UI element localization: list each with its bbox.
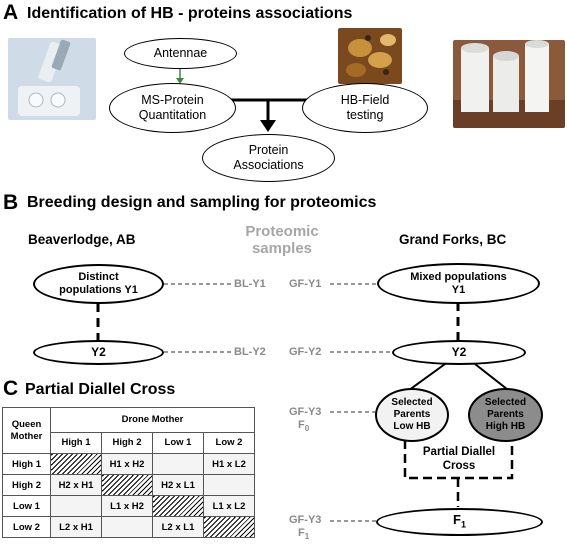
protein-associations-node: Protein Associations xyxy=(202,134,335,182)
gf-y1-label: GF-Y1 xyxy=(289,278,322,290)
gf-y3-f1-label: GF-Y3 xyxy=(289,514,322,526)
col-header-low-1: Low 1 xyxy=(152,431,204,455)
f1-node: F1 xyxy=(376,508,543,536)
antennae-arrowhead xyxy=(176,78,184,84)
table-cell: L1 x L2 xyxy=(203,495,255,517)
bees-photo xyxy=(338,28,402,84)
table-cell-hatched xyxy=(203,516,255,538)
gf-y2-label: GF-Y2 xyxy=(289,346,322,358)
diallel-table: Queen Mother Drone Mother High 1 High 2 … xyxy=(2,407,255,538)
table-cell-hatched xyxy=(101,474,153,496)
merge-arrowhead xyxy=(260,120,276,132)
bl-y2-label: BL-Y2 xyxy=(234,346,266,358)
mixed-populations-node: Mixed populations Y1 xyxy=(377,263,540,304)
table-cell xyxy=(101,516,153,538)
gf-y3-f0-label: GF-Y3 xyxy=(289,406,322,418)
row-header-low-2: Low 2 xyxy=(2,516,51,538)
selected-high-hb-node: Selected Parents High HB xyxy=(468,388,543,442)
distinct-populations-node: Distinct populations Y1 xyxy=(33,264,164,304)
col-header-high-1: High 1 xyxy=(50,431,102,455)
partial-diallel-label: Partial Diallel Cross xyxy=(422,446,496,472)
panel-b-letter: B xyxy=(3,191,19,214)
antennae-node: Antennae xyxy=(124,38,237,69)
col-header-high-2: High 2 xyxy=(101,431,153,455)
f0-label: F0 xyxy=(298,419,310,434)
right-site-label: Grand Forks, BC xyxy=(399,232,507,247)
table-cell: H1 x L2 xyxy=(203,453,255,475)
panel-a-letter: A xyxy=(3,1,19,24)
row-header-low-1: Low 1 xyxy=(2,495,51,517)
row-header-high-1: High 1 xyxy=(2,453,51,475)
table-cell-hatched xyxy=(50,453,102,475)
hb-field-node: HB-Field testing xyxy=(302,83,428,133)
table-cell-hatched xyxy=(152,495,204,517)
queen-mother-header: Queen Mother xyxy=(2,407,51,454)
table-row: High 2 H2 x H1 H2 x L1 xyxy=(2,474,255,496)
table-cell: H2 x H1 xyxy=(50,474,102,496)
table-cell: L2 x L1 xyxy=(152,516,204,538)
selected-low-hb-node: Selected Parents Low HB xyxy=(375,388,449,442)
table-row: Low 1 L1 x H2 L1 x L2 xyxy=(2,495,255,517)
panel-a-title: Identification of HB - proteins associat… xyxy=(27,5,353,22)
left-y2-node: Y2 xyxy=(33,340,164,365)
table-row: Low 2 L2 x H1 L2 x L1 xyxy=(2,516,255,538)
table-cell xyxy=(50,495,102,517)
ms-protein-node: MS-Protein Quantitation xyxy=(109,83,236,133)
drone-mother-header: Drone Mother xyxy=(50,407,255,433)
cylinders-photo xyxy=(453,40,565,128)
bl-y1-label: BL-Y1 xyxy=(234,278,266,290)
left-site-label: Beaverlodge, AB xyxy=(28,232,136,247)
panel-c-title: Partial Diallel Cross xyxy=(25,381,176,398)
panel-b-title: Breeding design and sampling for proteom… xyxy=(27,194,377,211)
table-cell xyxy=(203,474,255,496)
f1-sample-label: F1 xyxy=(298,527,310,542)
table-cell: L2 x H1 xyxy=(50,516,102,538)
table-cell xyxy=(152,453,204,475)
proteomic-samples-label: Proteomic samples xyxy=(245,223,319,257)
table-row: High 1 H1 x H2 H1 x L2 xyxy=(2,453,255,475)
table-cell: H1 x H2 xyxy=(101,453,153,475)
col-header-low-2: Low 2 xyxy=(203,431,255,455)
table-cell: H2 x L1 xyxy=(152,474,204,496)
panel-c-letter: C xyxy=(3,377,19,400)
right-y2-node: Y2 xyxy=(392,340,526,365)
pipette-photo xyxy=(8,38,96,120)
row-header-high-2: High 2 xyxy=(2,474,51,496)
table-cell: L1 x H2 xyxy=(101,495,153,517)
